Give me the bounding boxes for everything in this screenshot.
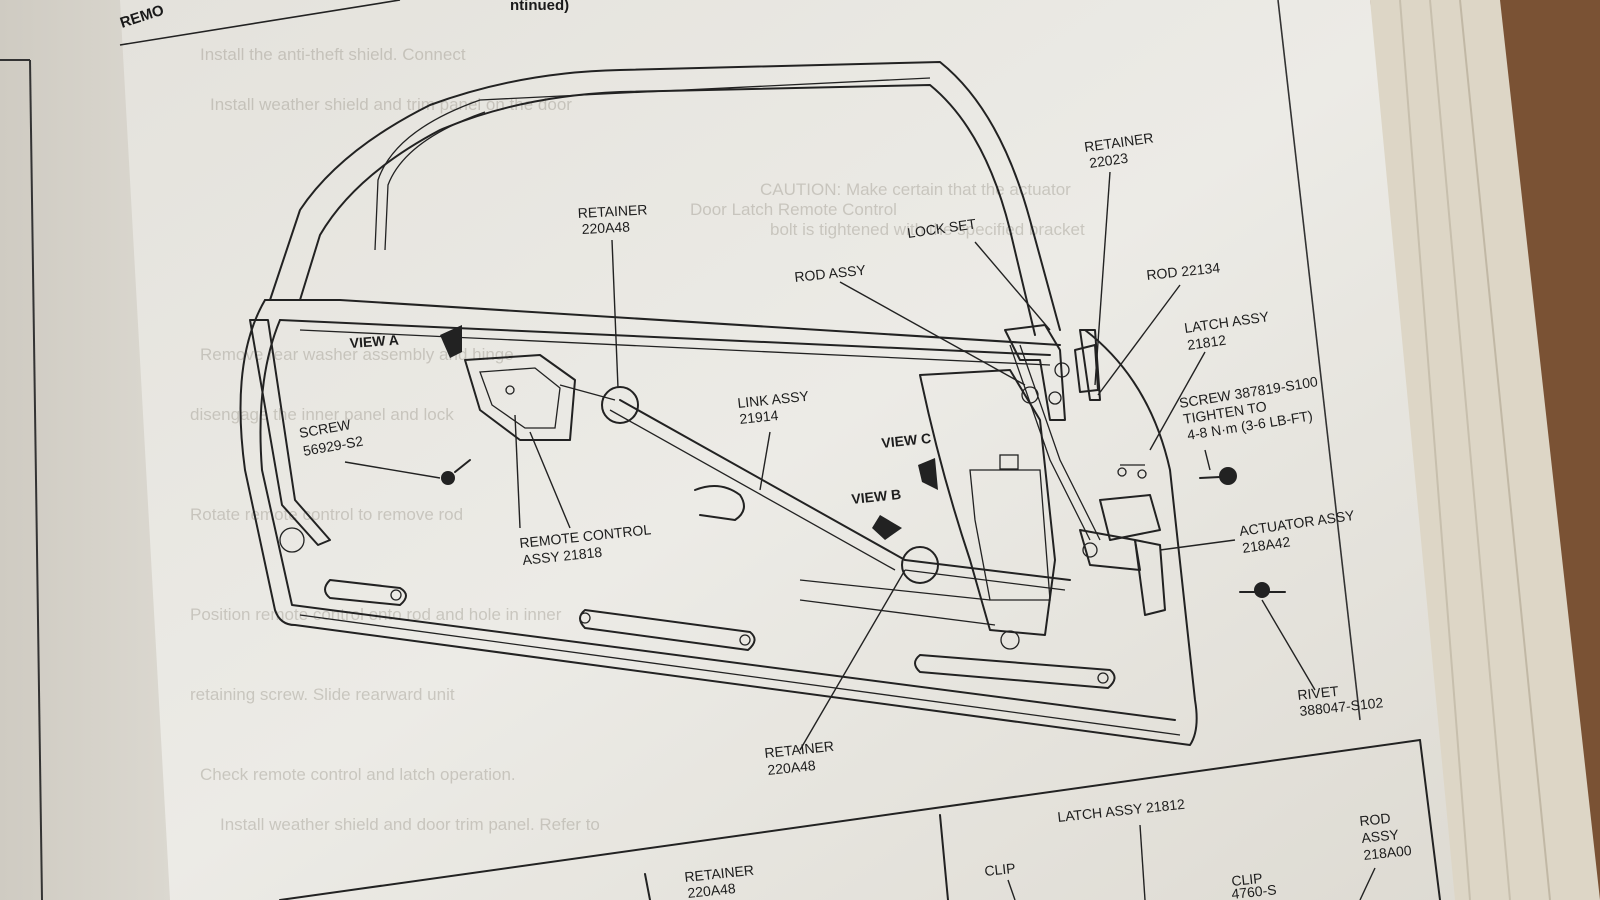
callout-view-c: VIEW C (881, 430, 932, 451)
svg-text:21812: 21812 (1186, 332, 1227, 353)
svg-text:RIVET: RIVET (1297, 683, 1340, 703)
svg-text:Install the anti-theft shield.: Install the anti-theft shield. Connect (200, 45, 466, 64)
callout-rod-22134: ROD 22134 (1146, 259, 1221, 283)
svg-text:Rotate remote control to remov: Rotate remote control to remove rod (190, 505, 463, 524)
screw-387819-icon (1199, 467, 1237, 485)
svg-text:RETAINER: RETAINER (577, 201, 647, 221)
svg-text:ROD ASSY: ROD ASSY (794, 262, 868, 285)
svg-text:Position remote control onto r: Position remote control onto rod and hol… (190, 605, 562, 624)
svg-text:LINK ASSY: LINK ASSY (737, 388, 811, 411)
svg-text:22023: 22023 (1088, 150, 1129, 171)
callout-retainer-bottom: RETAINER 220A48 (764, 738, 835, 778)
door-diagram (239, 61, 1286, 746)
page-header-right: ntinued) (510, 0, 569, 14)
svg-text:Install weather shield and doo: Install weather shield and door trim pan… (220, 815, 600, 834)
callout-link-assy: LINK ASSY 21914 (737, 388, 811, 427)
callout-retainer-top: RETAINER 220A48 (577, 201, 647, 237)
svg-text:CAUTION: Make certain that the: CAUTION: Make certain that the actuator (760, 180, 1071, 199)
svg-text:retaining screw. Slide rearwar: retaining screw. Slide rearward unit (190, 685, 455, 704)
callout-view-a: VIEW A (349, 332, 399, 351)
bleed-through-text: Install the anti-theft shield. Connect I… (190, 45, 1085, 834)
svg-text:4760-S: 4760-S (1231, 881, 1278, 900)
inset-retainer-label: RETAINER (684, 862, 755, 885)
inset-clip-right-label: CLIP (1231, 870, 1264, 889)
svg-text:VIEW C: VIEW C (881, 430, 932, 451)
svg-text:VIEW B: VIEW B (851, 486, 902, 507)
leader-lines (344, 171, 1316, 751)
view-b-arrow-icon (872, 515, 902, 540)
svg-text:218A42: 218A42 (1241, 533, 1291, 556)
view-c-arrow-icon (918, 458, 938, 490)
svg-text:218A00: 218A00 (1363, 842, 1413, 863)
svg-text:21914: 21914 (739, 407, 780, 427)
inset-rod-assy-label: ROD (1359, 810, 1392, 829)
svg-text:RETAINER: RETAINER (764, 738, 835, 761)
screw-56929-icon (441, 459, 471, 485)
svg-text:bolt is tightened with the spe: bolt is tightened with the specified bra… (770, 220, 1085, 239)
inset-clip-left-label: CLIP (984, 860, 1017, 879)
svg-text:disengage the inner panel and: disengage the inner panel and lock (190, 405, 454, 424)
svg-text:220A48: 220A48 (581, 218, 630, 237)
callout-view-b: VIEW B (851, 486, 902, 507)
svg-text:Check remote control and latch: Check remote control and latch operation… (200, 765, 516, 784)
svg-text:220A48: 220A48 (767, 757, 817, 778)
svg-text:220A48: 220A48 (687, 880, 737, 900)
svg-text:ROD 22134: ROD 22134 (1146, 259, 1221, 283)
view-a-arrow-icon (440, 325, 462, 358)
svg-text:Door Latch Remote Control: Door Latch Remote Control (690, 200, 897, 219)
svg-text:ASSY: ASSY (1361, 826, 1400, 846)
manual-page (120, 0, 1455, 900)
callout-rod-assy: ROD ASSY (794, 262, 868, 285)
rivet-icon (1239, 582, 1286, 598)
svg-text:VIEW A: VIEW A (349, 332, 399, 351)
svg-text:Remove rear washer assembly an: Remove rear washer assembly and hinge (200, 345, 514, 364)
